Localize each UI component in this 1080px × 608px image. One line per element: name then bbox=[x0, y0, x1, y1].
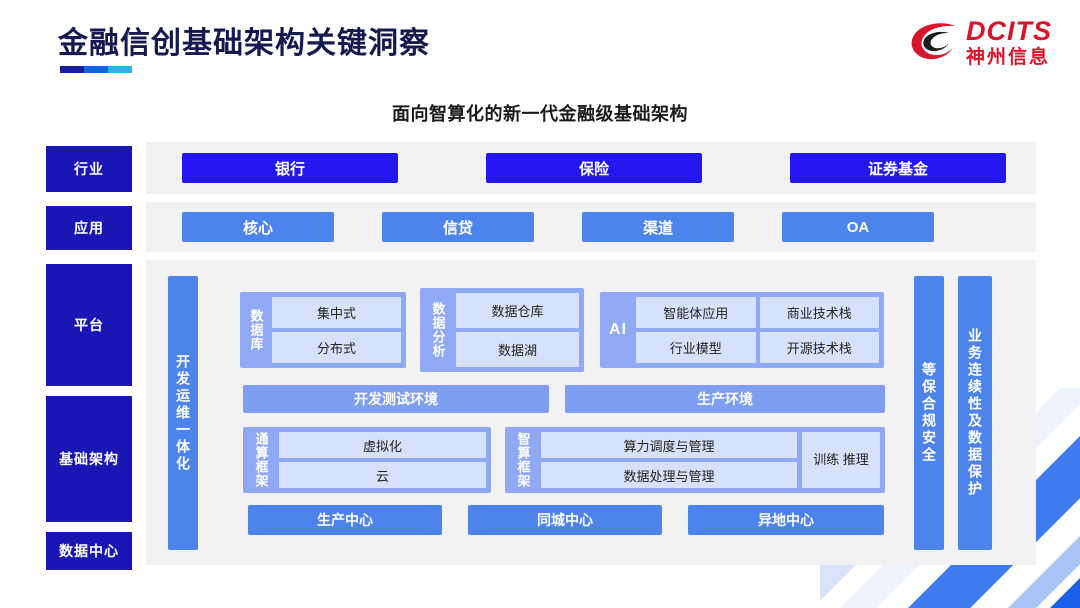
title-underline-rule bbox=[60, 66, 132, 73]
stage-label-infrastructure: 基础架构 bbox=[46, 396, 132, 522]
dcits-logo: DCITS 神州信息 bbox=[908, 18, 1052, 67]
cell-virtualization[interactable]: 虚拟化 bbox=[279, 432, 486, 458]
logo-wordmark-cn: 神州信息 bbox=[966, 47, 1051, 68]
application-item-channel[interactable]: 渠道 bbox=[582, 212, 734, 242]
dcits-swirl-icon bbox=[911, 22, 955, 59]
rule-segment-cyan bbox=[108, 66, 132, 73]
rule-segment-navy bbox=[60, 66, 84, 73]
logo-wordmark-en: DCITS bbox=[966, 16, 1052, 46]
application-item-core[interactable]: 核心 bbox=[182, 212, 334, 242]
cell-data-warehouse[interactable]: 数据仓库 bbox=[456, 293, 579, 328]
stage-label-platform: 平台 bbox=[46, 264, 132, 386]
group-label-database: 数据库 bbox=[248, 309, 264, 351]
page-subtitle: 面向智算化的新一代金融级基础架构 bbox=[392, 104, 688, 124]
group-ai: AI 智能体应用 商业技术栈 行业模型 开源技术栈 bbox=[600, 292, 884, 368]
datacenter-item-remote-center[interactable]: 异地中心 bbox=[688, 505, 884, 535]
slide-header: 金融信创基础架构关键洞察 DCITS 神州信息 bbox=[0, 0, 1080, 90]
group-label-intelligent-compute: 智算框架 bbox=[515, 432, 531, 488]
cell-open-source-tech-stack[interactable]: 开源技术栈 bbox=[759, 332, 879, 363]
industry-item-insurance[interactable]: 保险 bbox=[486, 153, 702, 183]
cell-centralized[interactable]: 集中式 bbox=[272, 297, 401, 328]
cell-agent-application[interactable]: 智能体应用 bbox=[636, 297, 756, 328]
industry-row-panel: 银行 保险 证券基金 bbox=[146, 142, 1036, 194]
cell-data-lake[interactable]: 数据湖 bbox=[456, 332, 579, 367]
group-data-analysis: 数据分析 数据仓库 数据湖 bbox=[420, 288, 584, 372]
env-bar-production[interactable]: 生产环境 bbox=[565, 385, 885, 413]
stage-label-datacenter: 数据中心 bbox=[46, 532, 132, 570]
application-item-credit[interactable]: 信贷 bbox=[382, 212, 534, 242]
group-label-general-compute: 通算框架 bbox=[253, 432, 269, 488]
stage-label-industry: 行业 bbox=[46, 146, 132, 192]
datacenter-item-metro-center[interactable]: 同城中心 bbox=[468, 505, 662, 535]
industry-item-securities-fund[interactable]: 证券基金 bbox=[790, 153, 1006, 183]
rule-segment-blue bbox=[84, 66, 108, 73]
env-bar-dev-test[interactable]: 开发测试环境 bbox=[243, 385, 549, 413]
sidebar-business-continuity-data-protection[interactable]: 业务连续性及数据保护 bbox=[958, 276, 992, 550]
sidebar-devops-integration[interactable]: 开发运维一体化 bbox=[168, 276, 198, 550]
industry-item-bank[interactable]: 银行 bbox=[182, 153, 398, 183]
group-label-ai: AI bbox=[609, 321, 627, 338]
stage-label-application: 应用 bbox=[46, 206, 132, 250]
application-row-panel: 核心 信贷 渠道 OA bbox=[146, 202, 1036, 252]
cell-commercial-tech-stack[interactable]: 商业技术栈 bbox=[759, 297, 879, 328]
datacenter-item-production-center[interactable]: 生产中心 bbox=[248, 505, 442, 535]
group-database: 数据库 集中式 分布式 bbox=[240, 292, 406, 368]
cell-cloud[interactable]: 云 bbox=[279, 462, 486, 488]
cell-training-inference[interactable]: 训练 推理 bbox=[802, 432, 880, 488]
page-title: 金融信创基础架构关键洞察 bbox=[58, 27, 430, 60]
sidebar-compliance-security[interactable]: 等保合规安全 bbox=[914, 276, 944, 550]
cell-data-processing-management[interactable]: 数据处理与管理 bbox=[541, 462, 797, 488]
application-item-oa[interactable]: OA bbox=[782, 212, 934, 242]
group-label-data-analysis: 数据分析 bbox=[430, 302, 446, 358]
cell-compute-scheduling-management[interactable]: 算力调度与管理 bbox=[541, 432, 797, 458]
group-general-compute-framework: 通算框架 虚拟化 云 bbox=[243, 427, 491, 493]
cell-industry-model[interactable]: 行业模型 bbox=[636, 332, 756, 363]
cell-distributed[interactable]: 分布式 bbox=[272, 332, 401, 363]
group-intelligent-compute-framework: 智算框架 算力调度与管理 数据处理与管理 训练 推理 bbox=[505, 427, 885, 493]
